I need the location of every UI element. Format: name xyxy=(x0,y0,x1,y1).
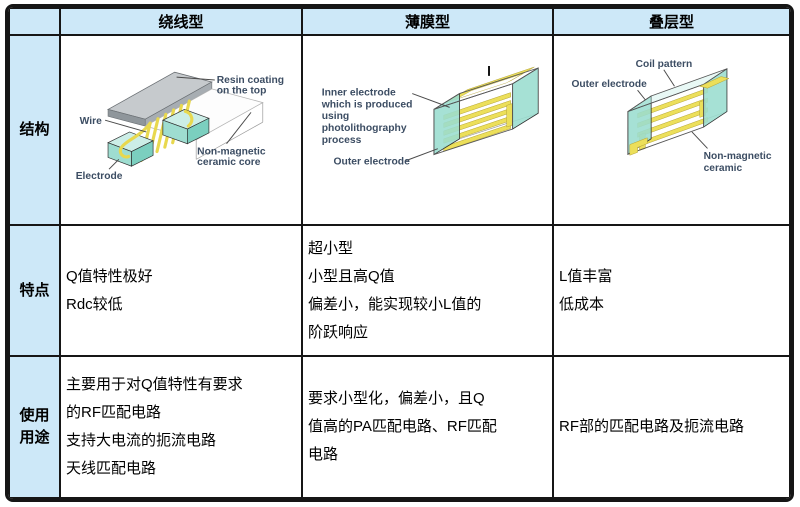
features-thinfilm: 超小型 小型且高Q值 偏差小，能实现较小L值的 阶跃响应 xyxy=(301,224,554,357)
features-wirewound: Q值特性极好 Rdc较低 xyxy=(59,224,303,357)
table-frame: 绕线型 薄膜型 叠层型 结构 xyxy=(5,4,794,502)
inner-electrode-stack xyxy=(443,66,535,152)
structure-row: 结构 xyxy=(8,34,791,226)
inner-electrode-label-line4: photolithography xyxy=(322,123,407,134)
wirewound-inductor-diagram: Resin coating on the top Wire Electrode … xyxy=(76,71,284,182)
features-row: 特点 Q值特性极好 Rdc较低 超小型 小型且高Q值 偏差小，能实现较小L值的 … xyxy=(8,224,791,357)
corner-cell xyxy=(8,7,61,36)
leader-lines xyxy=(406,93,450,161)
row-label-features: 特点 xyxy=(8,224,61,357)
coil-pattern-label: Coil pattern xyxy=(636,59,693,70)
applications-wirewound: 主要用于对Q值特性有要求 的RF匹配电路 支持大电流的扼流电路 天线匹配电路 xyxy=(59,355,303,499)
outer-electrode-label: Outer electrode xyxy=(571,79,647,90)
structure-cell-wirewound: Resin coating on the top Wire Electrode … xyxy=(59,34,303,226)
outer-electrode-label: Outer electrode xyxy=(334,156,411,167)
inner-electrode-label-line3: using xyxy=(322,111,350,122)
thinfilm-inductor-diagram: Inner electrode which is produced using … xyxy=(321,66,539,167)
column-header-wirewound: 绕线型 xyxy=(59,7,303,36)
electrode-label: Electrode xyxy=(76,171,123,182)
leader-lines xyxy=(104,76,252,170)
applications-row: 使用 用途 主要用于对Q值特性有要求 的RF匹配电路 支持大电流的扼流电路 天线… xyxy=(8,355,791,499)
row-label-applications: 使用 用途 xyxy=(8,355,61,499)
inductor-type-comparison-table: 绕线型 薄膜型 叠层型 结构 xyxy=(8,7,791,499)
ceramic-core-label-line2: ceramic core xyxy=(197,157,261,168)
inner-electrode-label-line5: process xyxy=(322,135,362,146)
wire-label: Wire xyxy=(80,116,102,127)
resin-coating-label: Resin coating xyxy=(217,75,284,86)
inner-electrode-label-line2: which is produced xyxy=(321,99,413,110)
column-header-thinfilm: 薄膜型 xyxy=(301,7,554,36)
electrode-block-right xyxy=(162,109,210,145)
header-row: 绕线型 薄膜型 叠层型 xyxy=(8,7,791,36)
features-multilayer: L值丰富 低成本 xyxy=(552,224,791,357)
leader-lines xyxy=(637,69,708,149)
coil-pattern-layers xyxy=(637,87,708,151)
column-header-multilayer: 叠层型 xyxy=(552,7,791,36)
inner-electrode-label: Inner electrode xyxy=(322,88,396,99)
wire-terminations xyxy=(118,109,194,159)
resin-coating-shape xyxy=(106,71,213,127)
electrode-block-left xyxy=(107,131,154,167)
outer-electrode-faces xyxy=(433,67,539,156)
structure-cell-thinfilm: Inner electrode which is produced using … xyxy=(301,34,554,226)
ceramic-core-label: Non-magnetic xyxy=(197,146,266,157)
row-label-structure: 结构 xyxy=(8,34,61,226)
applications-thinfilm: 要求小型化，偏差小，且Q 值高的PA匹配电路、RF匹配 电路 xyxy=(301,355,554,499)
ceramic-label: Non-magnetic xyxy=(704,151,772,162)
electrode-pads xyxy=(629,76,730,156)
applications-multilayer: RF部的匹配电路及扼流电路 xyxy=(552,355,791,499)
package-outline xyxy=(433,66,539,156)
structure-cell-multilayer: Coil pattern Outer electrode Non-magneti… xyxy=(552,34,791,226)
resin-coating-label-line2: on the top xyxy=(217,86,267,97)
multilayer-inductor-diagram: Coil pattern Outer electrode Non-magneti… xyxy=(571,59,772,174)
ceramic-label-line2: ceramic xyxy=(704,163,743,174)
